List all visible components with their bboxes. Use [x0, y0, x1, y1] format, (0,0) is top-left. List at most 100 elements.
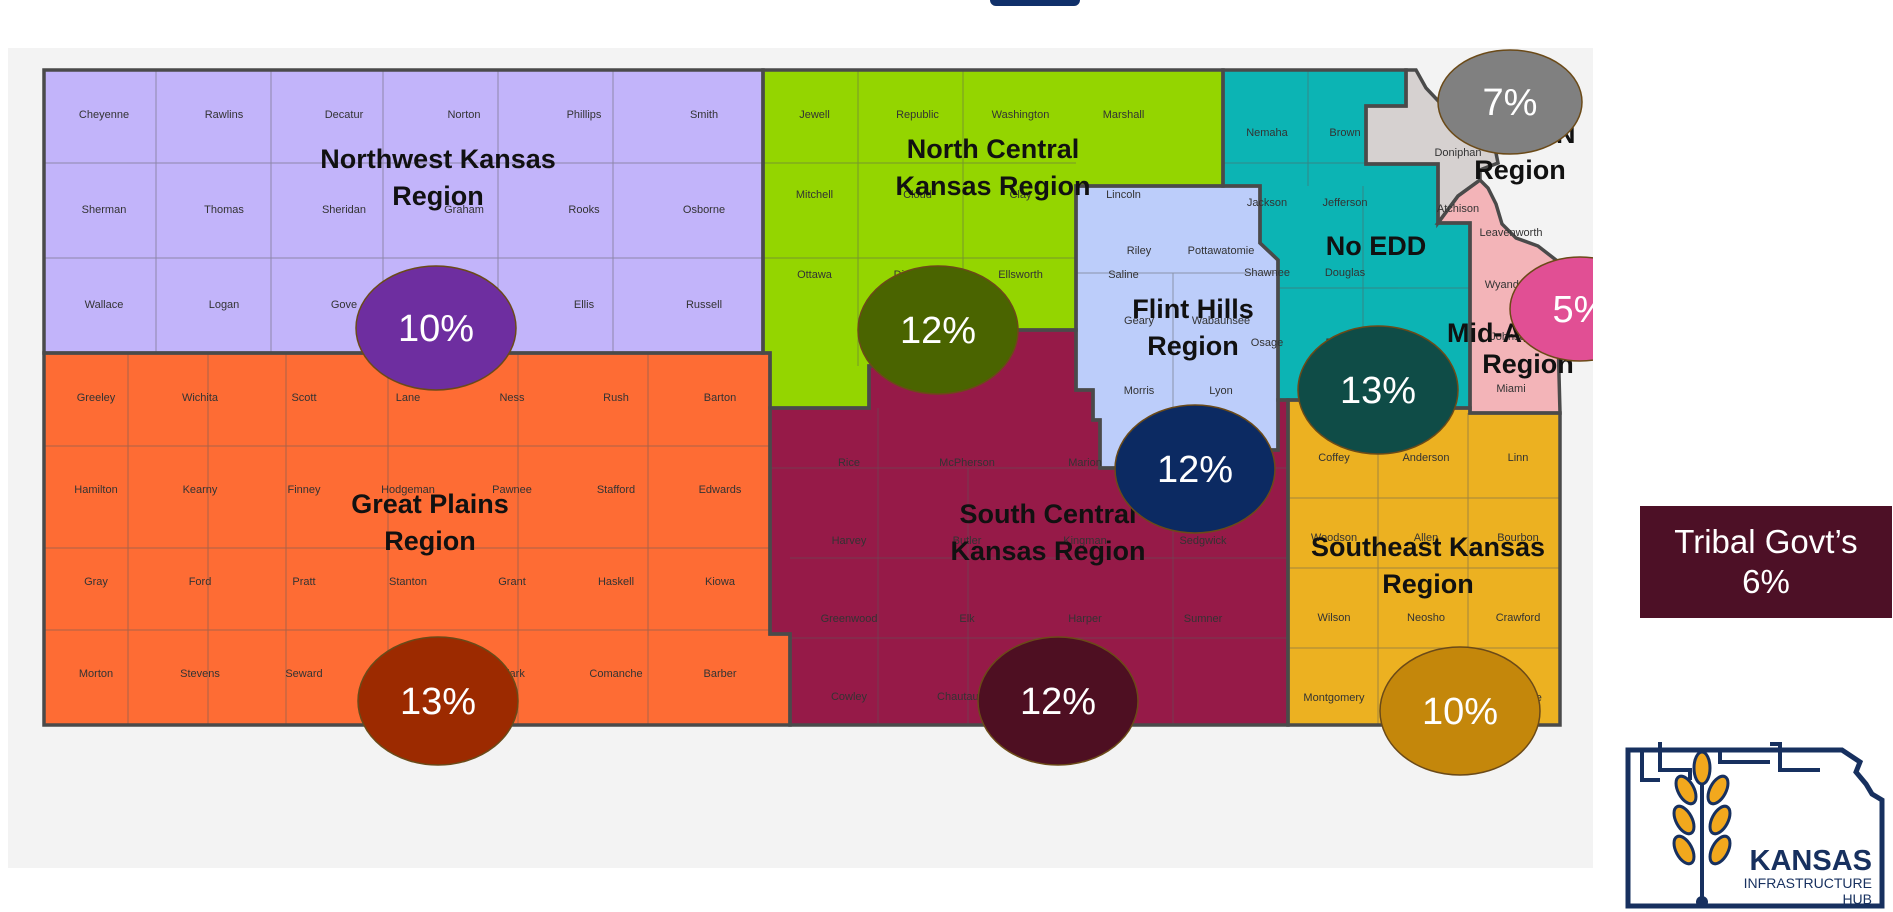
county-washington: Washington — [992, 109, 1050, 121]
county-wilson: Wilson — [1317, 612, 1350, 624]
county-jewell: Jewell — [799, 109, 830, 121]
percent-text-north-central: 12% — [900, 310, 976, 352]
county-wallace: Wallace — [85, 299, 124, 311]
county-harper: Harper — [1068, 613, 1102, 625]
logo-word-hub: HUB — [1842, 891, 1872, 907]
county-anderson: Anderson — [1402, 452, 1449, 464]
county-woodson: Woodson — [1311, 532, 1357, 544]
county-sherman: Sherman — [82, 204, 127, 216]
county-shawnee: Shawnee — [1244, 267, 1290, 279]
region-southeast[interactable] — [1288, 400, 1560, 725]
region-no-edd[interactable] — [1223, 70, 1470, 408]
county-sheridan: Sheridan — [322, 204, 366, 216]
county-riley: Riley — [1127, 245, 1152, 257]
county-saline: Saline — [1108, 269, 1139, 281]
county-nemaha: Nemaha — [1246, 127, 1288, 139]
region-mid-america[interactable] — [1438, 180, 1560, 413]
county-sedgwick: Sedgwick — [1179, 535, 1227, 547]
percent-bubble-southeast — [1379, 646, 1541, 776]
county-lane: Lane — [396, 392, 420, 404]
county-haskell: Haskell — [598, 576, 634, 588]
county-jackson: Jackson — [1247, 197, 1287, 209]
wheat-icon — [1672, 750, 1732, 908]
county-geary: Geary — [1124, 315, 1154, 327]
county-ness: Ness — [499, 392, 525, 404]
county-decatur: Decatur — [325, 109, 364, 121]
county-mitchell: Mitchell — [796, 189, 833, 201]
county-neosho: Neosho — [1407, 612, 1445, 624]
county-stevens: Stevens — [180, 668, 220, 680]
county-edwards: Edwards — [699, 484, 742, 496]
region-mo-kan[interactable] — [1366, 70, 1498, 223]
county-graham: Graham — [444, 204, 484, 216]
county-logan: Logan — [209, 299, 240, 311]
percent-bubble-mid-america — [1509, 256, 1593, 362]
county-linn: Linn — [1508, 452, 1529, 464]
region-label-no-edd: No EDD — [1326, 231, 1427, 261]
county-scott: Scott — [291, 392, 316, 404]
county-barber: Barber — [703, 668, 736, 680]
percent-bubble-mo-kan — [1437, 49, 1583, 155]
tribal-governments-box: Tribal Govt’s 6% — [1640, 506, 1892, 618]
county-barton: Barton — [704, 392, 736, 404]
county-rush: Rush — [603, 392, 629, 404]
percent-text-mid-america: 5% — [1553, 289, 1593, 331]
county-cloud: Cloud — [903, 189, 932, 201]
county-douglas: Douglas — [1325, 267, 1366, 279]
county-wichita: Wichita — [182, 392, 219, 404]
county-atchison: Atchison — [1437, 203, 1479, 215]
county-bourbon: Bourbon — [1497, 532, 1539, 544]
percent-bubble-great-plains — [357, 636, 519, 766]
percent-bubble-north-central — [857, 265, 1019, 395]
county-gray: Gray — [84, 576, 108, 588]
county-allen: Allen — [1414, 532, 1438, 544]
percent-text-northwest: 10% — [398, 308, 474, 350]
tribal-percent: 6% — [1742, 563, 1790, 600]
county-doniphan: Doniphan — [1434, 147, 1481, 159]
county-brown: Brown — [1329, 127, 1360, 139]
county-crawford: Crawford — [1496, 612, 1541, 624]
region-northwest[interactable] — [44, 70, 763, 353]
county-lincoln: Lincoln — [1106, 189, 1141, 201]
county-republic: Republic — [896, 109, 939, 121]
county-pratt: Pratt — [292, 576, 315, 588]
county-cowley: Cowley — [831, 691, 868, 703]
percent-text-mo-kan: 7% — [1483, 82, 1538, 124]
county-comanche: Comanche — [589, 668, 642, 680]
county-rice: Rice — [838, 457, 860, 469]
tribal-label: Tribal Govt’s — [1674, 523, 1858, 560]
logo-state-frame — [1625, 747, 1885, 909]
county-kingman: Kingman — [1063, 535, 1106, 547]
percent-bubble-flint-hills — [1114, 404, 1276, 534]
percent-text-flint-hills: 12% — [1157, 449, 1233, 491]
county-grant: Grant — [498, 576, 526, 588]
region-flint-hills[interactable] — [1076, 186, 1278, 468]
county-seward: Seward — [285, 668, 322, 680]
county-elk: Elk — [959, 613, 975, 625]
county-hodgeman: Hodgeman — [381, 484, 435, 496]
county-greeley: Greeley — [77, 392, 116, 404]
logo-circuit-lines — [1640, 742, 1820, 782]
county-norton: Norton — [447, 109, 480, 121]
county-marshall: Marshall — [1103, 109, 1145, 121]
logo-word-infrastructure: INFRASTRUCTURE — [1744, 875, 1872, 891]
county-clay: Clay — [1009, 189, 1032, 201]
percent-text-southeast: 10% — [1422, 691, 1498, 733]
percent-bubble-south-central — [977, 636, 1139, 766]
region-south-central[interactable] — [770, 330, 1288, 725]
county-morris: Morris — [1124, 385, 1155, 397]
percent-bubble-no-edd — [1297, 325, 1459, 455]
county-stanton: Stanton — [389, 576, 427, 588]
county-boundaries — [44, 70, 1560, 725]
kansas-infrastructure-hub-logo: KANSAS INFRASTRUCTURE HUB — [1625, 742, 1885, 909]
county-osage: Osage — [1251, 337, 1283, 349]
county-russell: Russell — [686, 299, 722, 311]
